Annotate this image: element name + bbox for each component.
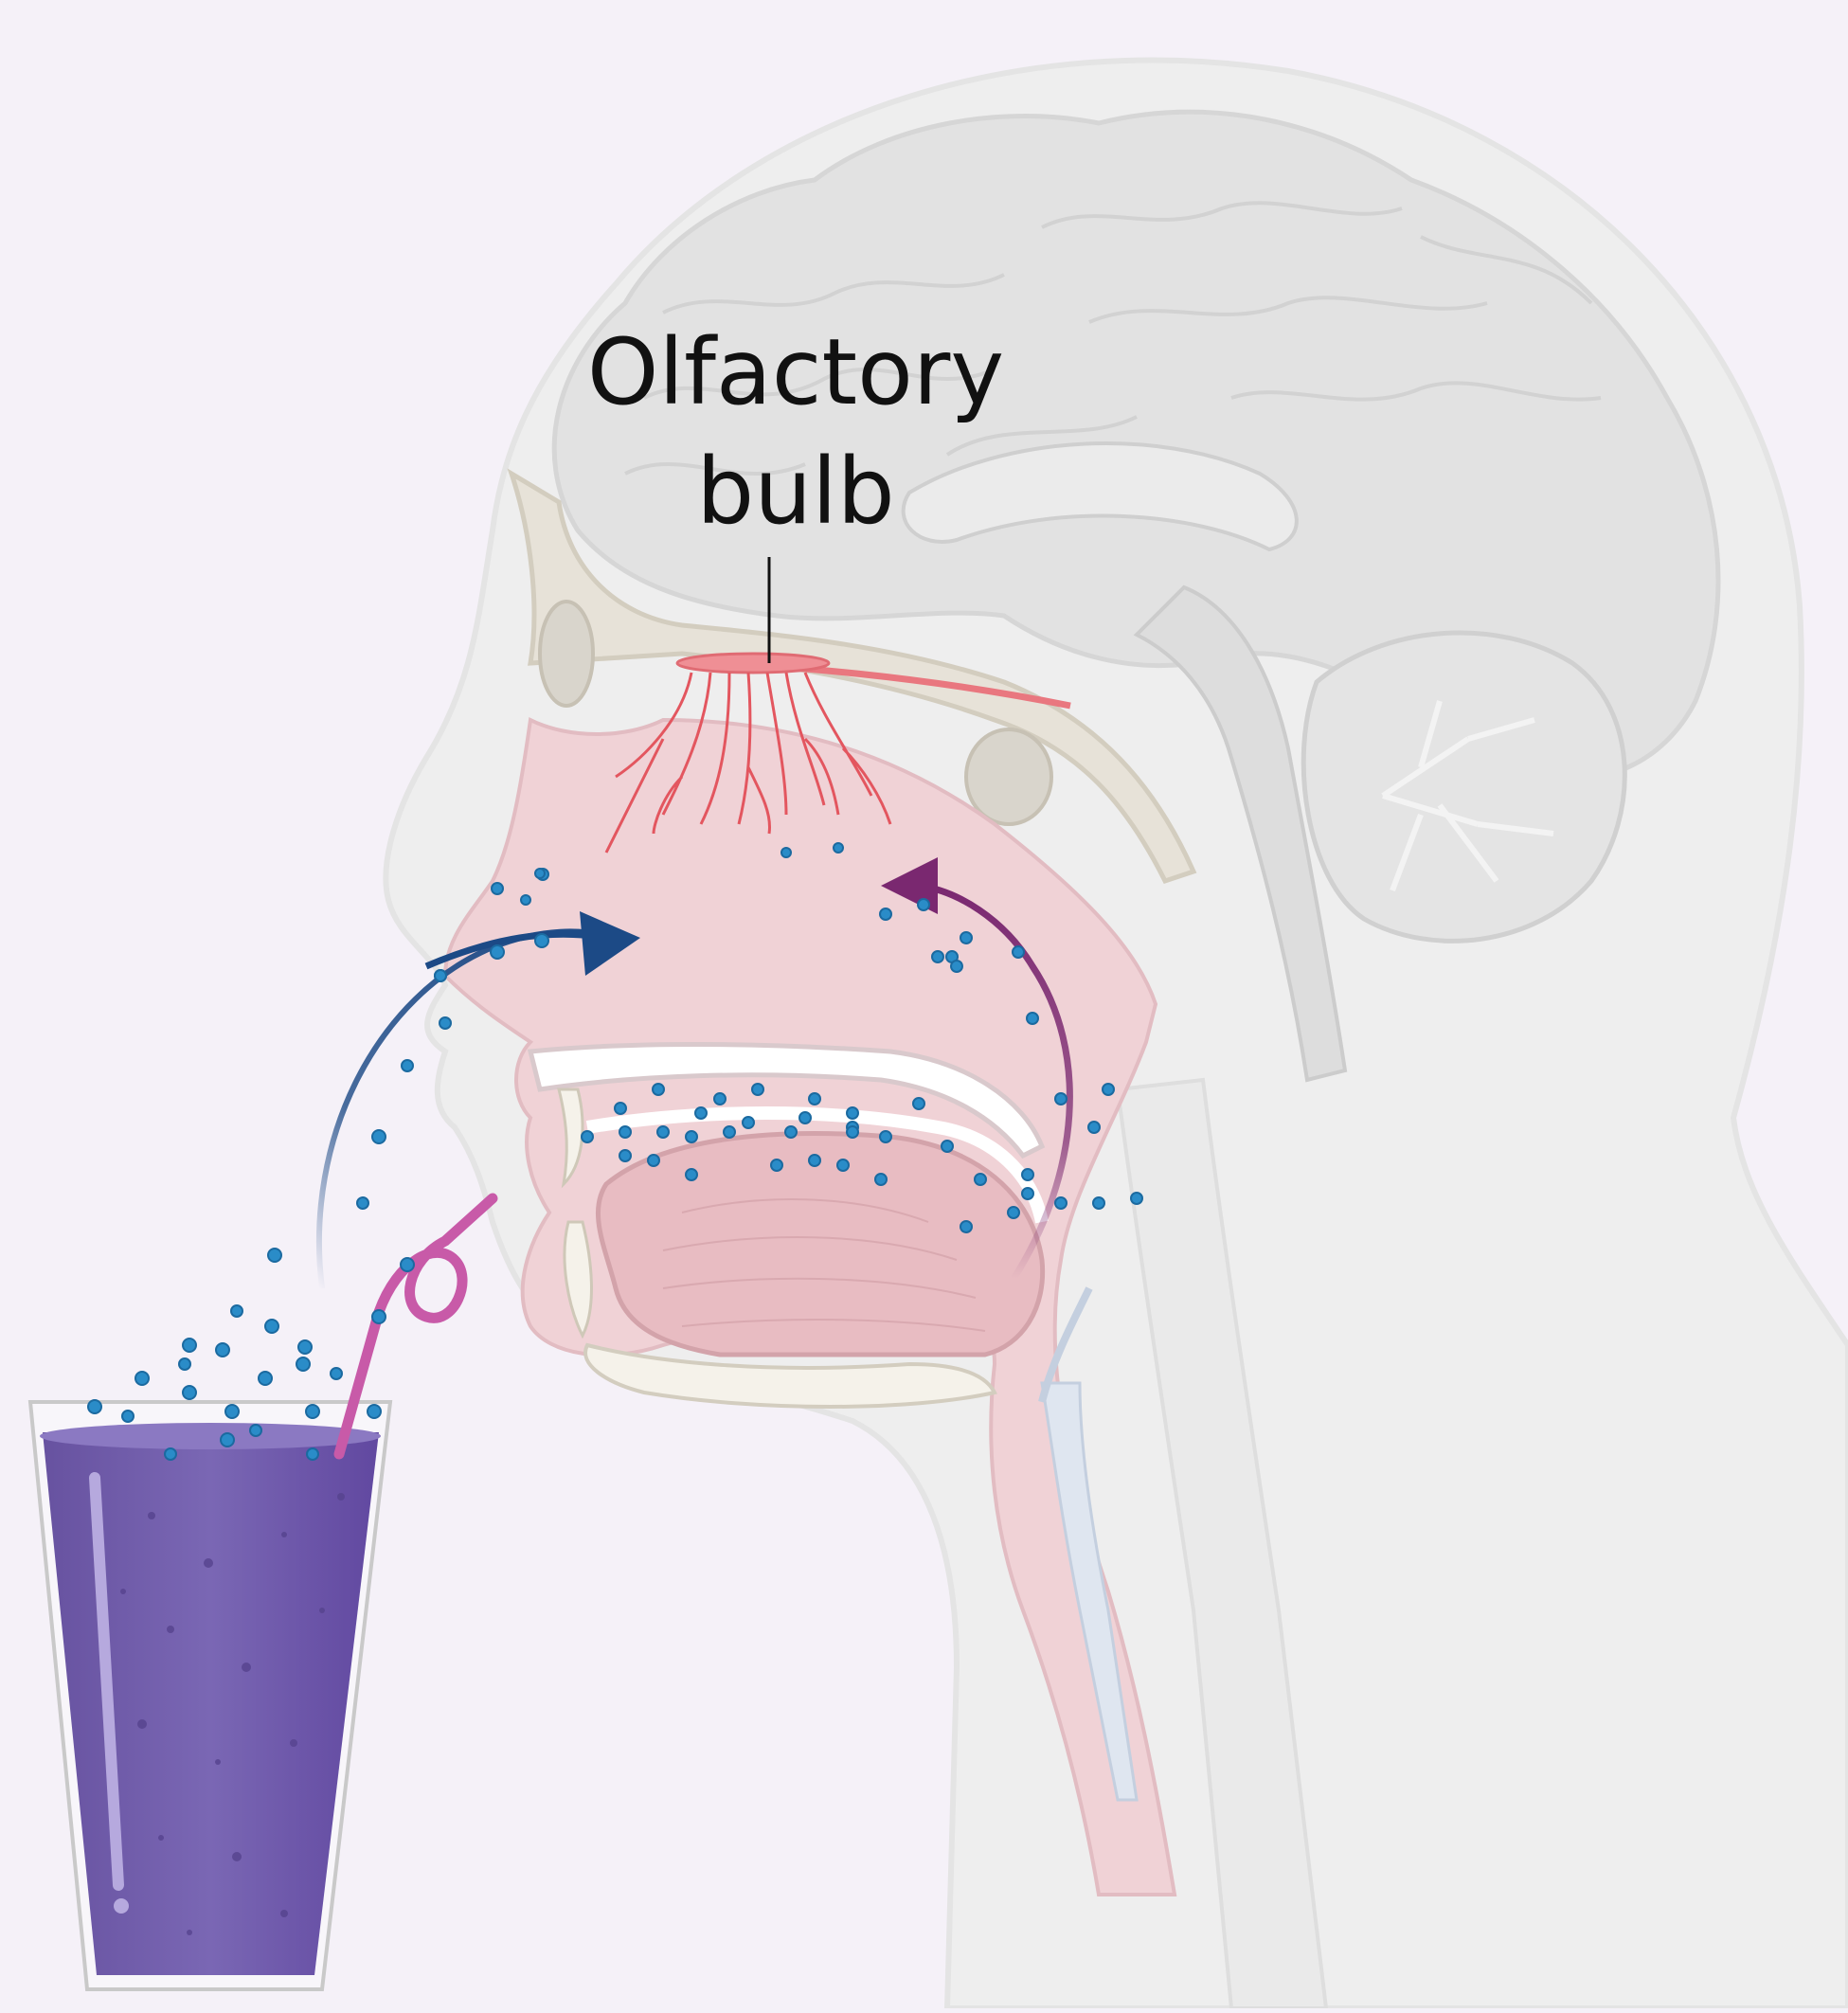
tongue bbox=[598, 1134, 1042, 1355]
frontal-sinus bbox=[540, 602, 593, 706]
olfactory-bulb-label: Olfactory bulb bbox=[530, 313, 1061, 551]
drink-surface bbox=[40, 1423, 381, 1449]
olfactory-bulb-label-line1: Olfactory bbox=[530, 313, 1061, 432]
olfactory-bulb bbox=[677, 654, 829, 673]
sphenoid-sinus bbox=[966, 729, 1051, 824]
glass-highlight-dot bbox=[114, 1898, 129, 1914]
cerebellum bbox=[1303, 633, 1624, 941]
olfactory-bulb-label-line2: bulb bbox=[530, 432, 1061, 551]
